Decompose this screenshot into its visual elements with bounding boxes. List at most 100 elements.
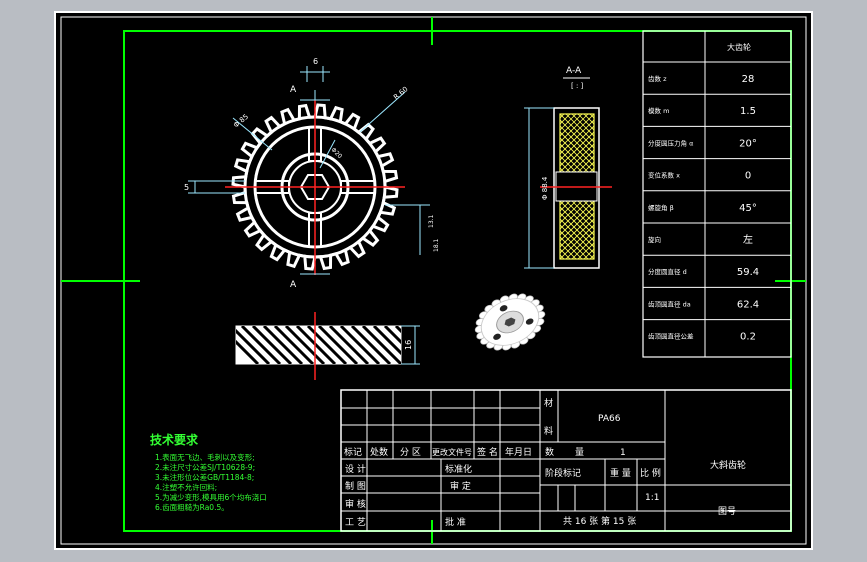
hatch-line bbox=[560, 248, 571, 259]
hatch-line bbox=[560, 143, 589, 172]
note-item: 5.为减少变形,模具用6个均布浇口 bbox=[155, 492, 267, 502]
gear-isometric-view bbox=[474, 293, 546, 351]
param-value: 59.4 bbox=[737, 267, 759, 278]
param-value: 28 bbox=[742, 74, 755, 85]
section-title: A-A bbox=[566, 66, 582, 76]
hatch-line bbox=[560, 114, 594, 149]
helix-line bbox=[251, 326, 293, 364]
note-item: 6.齿面粗糙为Ra0.5。 bbox=[155, 502, 229, 512]
param-label: 变位系数 x bbox=[648, 171, 680, 180]
tb-check-label: 审 核 bbox=[345, 498, 366, 510]
param-table-header: 大齿轮 bbox=[727, 42, 751, 52]
dim-radius-b-leader bbox=[359, 91, 406, 133]
hatch-line bbox=[560, 201, 571, 212]
section-view: A-A [ : ] Φ 88.4 bbox=[524, 66, 612, 269]
param-value: 1.5 bbox=[740, 106, 756, 117]
tb-sheets-text: 共 16 张 第 15 张 bbox=[563, 515, 636, 527]
hatch-line bbox=[577, 114, 594, 131]
iso-hole-1 bbox=[499, 305, 508, 312]
tb-drawing-no-label: 图号 bbox=[718, 506, 736, 517]
tb-approve-label: 批 准 bbox=[445, 516, 466, 528]
helix-line bbox=[317, 326, 359, 364]
hatch-line bbox=[583, 161, 594, 172]
hatch-line bbox=[560, 236, 583, 259]
hatch-line bbox=[560, 155, 577, 172]
helix-line bbox=[262, 326, 304, 364]
param-value: 62.4 bbox=[737, 299, 759, 310]
param-value: 45° bbox=[739, 203, 757, 214]
note-item: 3.未注形位公差GB/T1184-8; bbox=[155, 472, 254, 482]
tb-count-label: 处数 bbox=[370, 446, 388, 458]
hatch-line bbox=[583, 114, 594, 125]
tb-weight-label: 重 量 bbox=[610, 467, 631, 479]
param-label: 齿顶圆直径 da bbox=[648, 299, 691, 308]
hatch-line bbox=[560, 114, 594, 149]
section-mark-bottom: A bbox=[290, 280, 297, 290]
hatch-line bbox=[565, 114, 594, 143]
helix-line bbox=[236, 339, 260, 364]
note-item: 1.表面无飞边、毛刺以及变形; bbox=[155, 452, 255, 462]
helix-line bbox=[284, 326, 326, 364]
hatch-line bbox=[560, 119, 594, 155]
dim-section-text: Φ 88.4 bbox=[541, 176, 549, 200]
note-item: 2.未注尺寸公差SJ/T10628-9; bbox=[155, 462, 255, 472]
helix-line bbox=[372, 326, 401, 356]
hatch-line bbox=[560, 201, 583, 224]
tb-draw-label: 制 图 bbox=[345, 480, 366, 492]
notes-list: 1.表面无飞边、毛刺以及变形;2.未注尺寸公差SJ/T10628-9;3.未注形… bbox=[155, 452, 267, 512]
param-label: 旋向 bbox=[648, 235, 661, 244]
tb-mark-label: 标记 bbox=[344, 446, 362, 458]
hatch-line bbox=[560, 201, 589, 230]
hatch-line bbox=[560, 212, 594, 248]
hatch-line bbox=[583, 248, 594, 259]
helix-line bbox=[383, 326, 401, 345]
iso-gear-hex bbox=[504, 317, 516, 327]
param-value: 左 bbox=[743, 233, 753, 246]
dim-hub-leader bbox=[319, 139, 336, 169]
tb-date-label: 年月日 bbox=[505, 446, 532, 458]
param-value: 20° bbox=[739, 138, 757, 149]
hatch-line bbox=[571, 149, 594, 172]
hatch-line bbox=[560, 114, 589, 143]
param-label: 模数 m bbox=[648, 106, 669, 115]
tb-audit-label: 审 定 bbox=[450, 480, 471, 492]
helix-line bbox=[295, 326, 337, 364]
hatch-line bbox=[560, 125, 594, 161]
tb-qty-label-2: 量 bbox=[575, 447, 584, 458]
tooth-side-view: 16 bbox=[235, 312, 420, 380]
param-label: 齿数 z bbox=[648, 74, 667, 83]
param-label: 齿顶圆直径公差 bbox=[648, 332, 694, 341]
hatch-line bbox=[560, 201, 594, 236]
param-table-frame bbox=[642, 30, 792, 358]
hatch-line bbox=[560, 114, 577, 131]
dim-right-a-text: 13.1 bbox=[428, 214, 435, 228]
tb-sign-label: 签 名 bbox=[477, 446, 498, 458]
hatch-line bbox=[571, 201, 594, 224]
tb-material-label-2: 料 bbox=[544, 425, 553, 437]
hatch-line bbox=[560, 114, 583, 137]
tb-material-label-1: 材 bbox=[544, 397, 553, 409]
hatch-line bbox=[583, 201, 594, 212]
hatch-line bbox=[560, 201, 594, 236]
section-scale-mark: [ : ] bbox=[571, 82, 584, 90]
hatch-line bbox=[565, 143, 594, 172]
tb-zone-label: 分 区 bbox=[400, 447, 421, 458]
hatch-line bbox=[560, 114, 571, 125]
iso-hole-3 bbox=[493, 333, 501, 340]
dim-left-text: 5 bbox=[184, 183, 189, 192]
section-mark-top: A bbox=[290, 85, 297, 95]
iso-hole-2 bbox=[525, 318, 534, 325]
helix-line bbox=[240, 326, 282, 364]
hatch-line bbox=[560, 206, 594, 242]
hatch-line bbox=[560, 242, 577, 259]
tb-part-name: 大斜齿轮 bbox=[710, 459, 746, 471]
hatch-line bbox=[560, 161, 571, 172]
helix-line bbox=[339, 326, 381, 364]
tb-qty-value: 1 bbox=[620, 448, 626, 458]
dim-right-b-text: 18.1 bbox=[433, 238, 440, 252]
param-value: 0.2 bbox=[740, 332, 756, 343]
helix-line bbox=[236, 328, 271, 364]
tooth-side-helix-lines bbox=[236, 326, 401, 364]
